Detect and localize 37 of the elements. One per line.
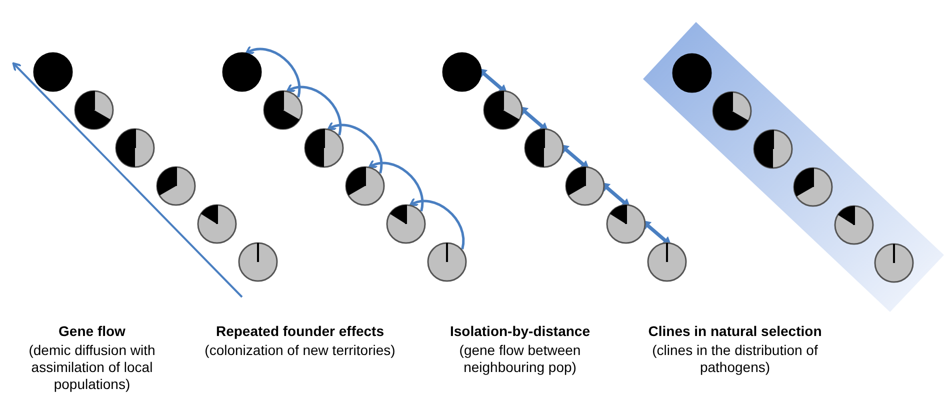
pie-circle xyxy=(564,165,606,207)
pie-circle xyxy=(441,51,483,93)
pie-circle xyxy=(482,89,524,131)
pie-circle xyxy=(155,165,197,207)
panel-description: (clines in the distribution of pathogens) xyxy=(651,342,819,376)
pie-circle xyxy=(873,242,915,284)
panel-title: Repeated founder effects xyxy=(214,323,386,340)
pie-circle xyxy=(792,166,834,208)
pie-circle xyxy=(262,89,304,131)
pie-circle xyxy=(711,90,754,132)
pie-circle xyxy=(671,52,713,94)
panel-description: (demic diffusion with assimilation of local populations) xyxy=(28,342,156,393)
panel-description: (colonization of new territories) xyxy=(204,342,396,359)
pie-circle xyxy=(646,241,688,283)
pie-circle xyxy=(196,203,238,245)
arrow xyxy=(409,198,465,250)
pie-circle xyxy=(32,51,74,93)
pie-circle xyxy=(832,204,875,246)
pie-circle xyxy=(523,127,565,169)
arrow xyxy=(327,122,383,174)
pie-circle xyxy=(605,203,647,245)
pie-circle xyxy=(73,89,115,131)
pie-circle xyxy=(114,127,156,169)
pie-circle xyxy=(221,51,263,93)
arrow xyxy=(368,160,424,212)
pie-circle xyxy=(385,203,427,245)
pie-circle xyxy=(426,241,468,283)
panel-title: Isolation-by-distance xyxy=(448,323,592,340)
arrow xyxy=(286,84,342,136)
panel-title: Gene flow xyxy=(58,323,126,340)
pie-circle xyxy=(344,165,386,207)
panel-description: (gene flow between neighbouring pop) xyxy=(458,342,582,376)
arrow xyxy=(245,46,301,98)
pie-circle xyxy=(752,128,794,170)
panel-title: Clines in natural selection xyxy=(647,323,823,340)
pie-circle xyxy=(303,127,345,169)
pie-circle xyxy=(237,241,279,283)
